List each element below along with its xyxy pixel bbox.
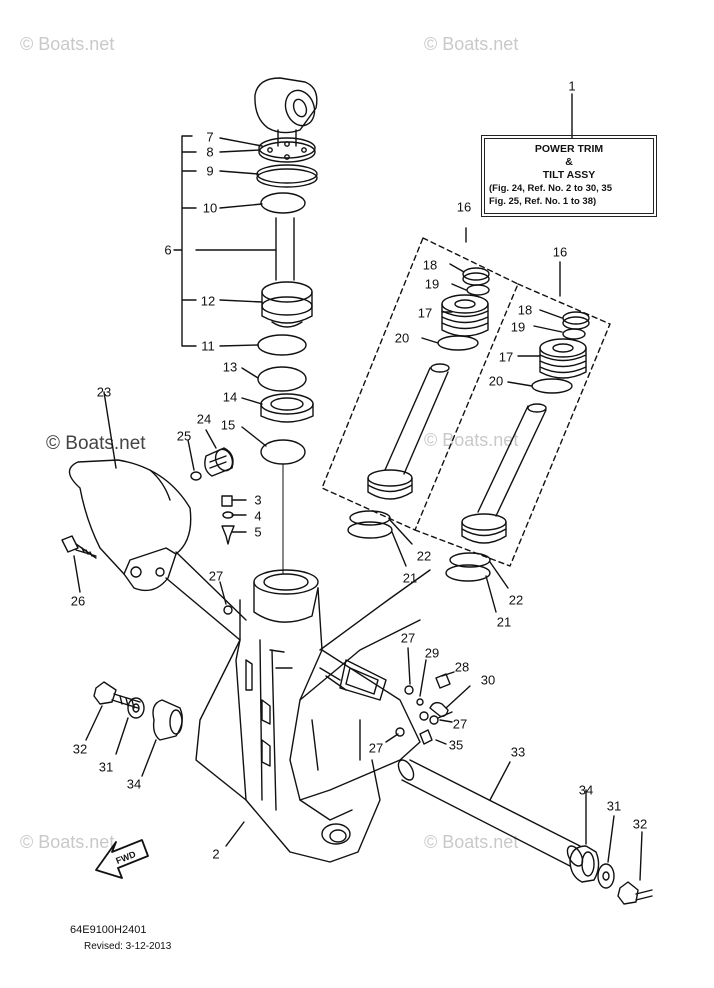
callout-7: 7 <box>206 129 214 145</box>
callout-16: 16 <box>552 244 568 260</box>
callout-34: 34 <box>126 776 142 792</box>
callout-32: 32 <box>72 741 88 757</box>
callout-27: 27 <box>452 716 468 732</box>
callout-30: 30 <box>480 672 496 688</box>
assy-title-line3: TILT ASSY <box>542 169 596 181</box>
callout-31: 31 <box>98 759 114 775</box>
callout-3: 3 <box>254 492 262 508</box>
callout-20: 20 <box>488 373 504 389</box>
callout-19: 19 <box>510 319 526 335</box>
revised-date: Revised: 3-12-2013 <box>84 941 172 952</box>
callout-4: 4 <box>254 508 262 524</box>
swivel-bracket-body <box>165 551 431 863</box>
watermark: © Boats.net <box>20 34 115 54</box>
callout-27: 27 <box>400 630 416 646</box>
callout-21: 21 <box>402 570 418 586</box>
callout-21: 21 <box>496 614 512 630</box>
callout-33: 33 <box>510 744 526 760</box>
power-trim-tilt-assy-box: POWER TRIM & TILT ASSY (Fig. 24, Ref. No… <box>481 135 657 217</box>
callout-13: 13 <box>222 359 238 375</box>
callout-14: 14 <box>222 389 238 405</box>
callout-18: 18 <box>422 257 438 273</box>
callout-35: 35 <box>448 737 464 753</box>
callout-24: 24 <box>196 411 212 427</box>
watermark: © Boats.net <box>424 832 519 852</box>
callout-11: 11 <box>201 338 215 354</box>
assy-ref-line2: Fig. 25, Ref. No. 1 to 38) <box>489 196 597 207</box>
diagram-code: 64E9100H2401 <box>70 924 147 936</box>
callout-32: 32 <box>632 816 648 832</box>
callout-17: 17 <box>498 349 514 365</box>
callout-16: 16 <box>456 199 472 215</box>
callout-17: 17 <box>417 305 433 321</box>
callout-9: 9 <box>206 163 214 179</box>
callout-34: 34 <box>578 782 594 798</box>
assy-title-line2: & <box>565 156 573 168</box>
callout-27: 27 <box>368 740 384 756</box>
callout-12: 12 <box>200 293 216 309</box>
callout-22: 22 <box>508 592 524 608</box>
callout-27: 27 <box>208 568 224 584</box>
callout-26: 26 <box>70 593 86 609</box>
callout-15: 15 <box>220 417 236 433</box>
assy-ref-line1: (Fig. 24, Ref. No. 2 to 30, 35 <box>489 183 613 194</box>
watermark: © Boats.net <box>46 433 146 454</box>
callout-6: 6 <box>164 242 172 258</box>
callout-19: 19 <box>424 276 440 292</box>
callout-8: 8 <box>206 144 214 160</box>
callout-18: 18 <box>517 302 533 318</box>
callout-20: 20 <box>394 330 410 346</box>
callout-2: 2 <box>212 846 220 862</box>
callout-25: 25 <box>176 428 192 444</box>
tilt-cylinder-assembly <box>254 77 318 575</box>
assy-title-line1: POWER TRIM <box>534 143 604 155</box>
callout-1: 1 <box>568 78 576 94</box>
callout-10: 10 <box>202 200 218 216</box>
watermark: © Boats.net <box>424 430 519 450</box>
callout-31: 31 <box>606 798 622 814</box>
callout-5: 5 <box>254 524 262 540</box>
watermark: © Boats.net <box>20 832 115 852</box>
watermark: © Boats.net <box>424 34 519 54</box>
callout-23: 23 <box>96 384 112 400</box>
callout-29: 29 <box>424 645 440 661</box>
callout-22: 22 <box>416 548 432 564</box>
callout-28: 28 <box>454 659 470 675</box>
